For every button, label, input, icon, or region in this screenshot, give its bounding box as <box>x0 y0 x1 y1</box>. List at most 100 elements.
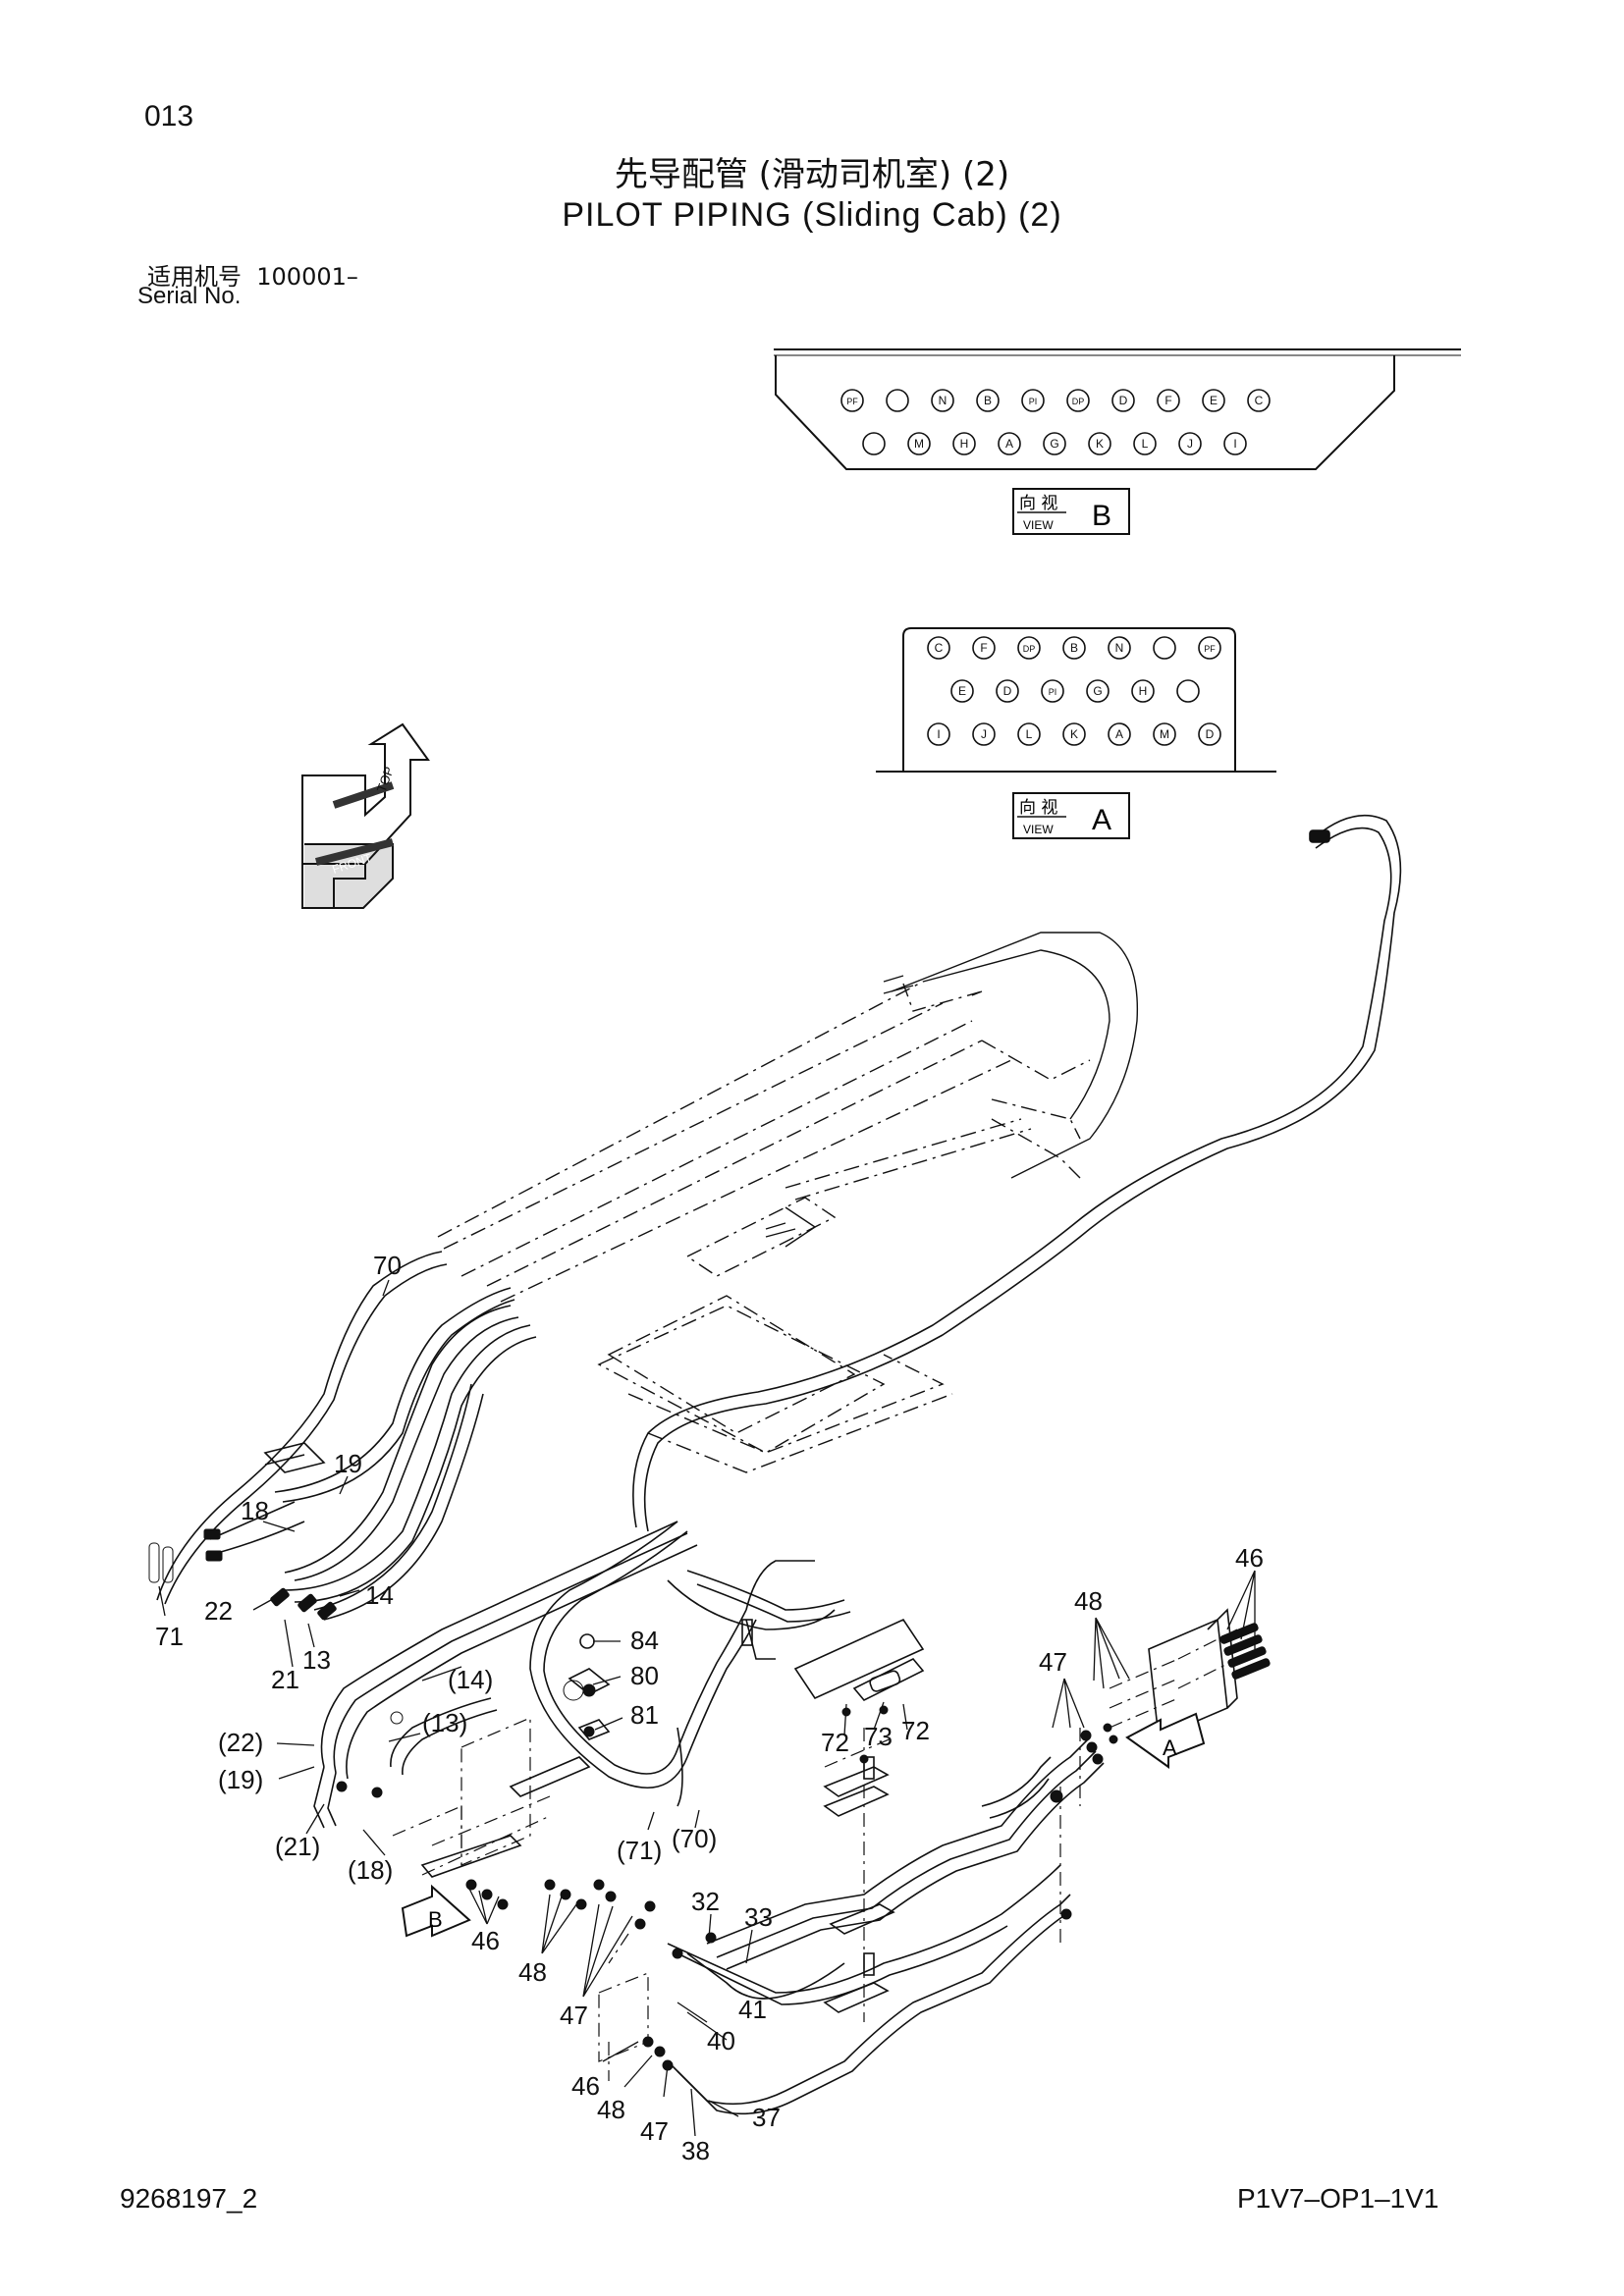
view-a-caption: 向 视 VIEW A <box>1012 792 1130 839</box>
port-circle <box>1043 432 1066 455</box>
view-a-caption-cn: 向 视 <box>1019 798 1057 818</box>
part-label-84: 84 <box>630 1626 659 1655</box>
port-circle <box>1062 722 1086 746</box>
port-label: E <box>958 684 966 698</box>
port-label: M <box>1160 727 1169 741</box>
part-label-40: 40 <box>707 2026 735 2056</box>
port-circle <box>1198 636 1221 660</box>
port-circle <box>972 722 996 746</box>
part-label-ref-14: (14) <box>448 1665 493 1694</box>
port-label: F <box>1164 394 1171 407</box>
orientation-inside-label: INSIDE <box>329 811 367 833</box>
port-label: E <box>1210 394 1218 407</box>
port-label: M <box>914 437 924 451</box>
view-arrow-b: B <box>401 1884 471 1938</box>
part-label-ref-19: (19) <box>218 1765 263 1794</box>
port-circle <box>1247 389 1271 412</box>
orientation-top-label: TOP <box>374 765 397 794</box>
part-label-70: 70 <box>373 1251 402 1280</box>
part-label-41: 41 <box>738 1995 767 2024</box>
port-circle <box>1017 636 1041 660</box>
port-circle <box>1178 432 1202 455</box>
part-label-13: 13 <box>302 1645 331 1675</box>
part-label-47c: 47 <box>640 2116 669 2146</box>
port-circle <box>1108 636 1131 660</box>
port-label: B <box>1070 641 1078 655</box>
port-circle <box>927 636 950 660</box>
port-circle <box>1153 636 1176 660</box>
port-circle <box>1062 636 1086 660</box>
port-label: N <box>1115 641 1124 655</box>
view-arrow-a: A <box>1125 1712 1206 1769</box>
serial-label-chinese: 适用机号 100001– <box>147 257 358 292</box>
port-label: D <box>1206 727 1215 741</box>
port-label: I <box>1233 437 1236 451</box>
serial-label-english: Serial No. <box>137 283 242 309</box>
leader-lines <box>158 1279 1256 2137</box>
port-label: G <box>1050 437 1058 451</box>
port-label: D <box>1119 394 1128 407</box>
part-label-33: 33 <box>744 1902 773 1932</box>
port-circle <box>1086 679 1110 703</box>
port-circle <box>862 432 886 455</box>
center-hose-loop <box>529 1521 851 1807</box>
port-label: PI <box>1029 397 1038 406</box>
port-circle <box>950 679 974 703</box>
part-label-22: 22 <box>204 1596 233 1626</box>
port-label: B <box>984 394 992 407</box>
port-label: PI <box>1049 687 1057 697</box>
part-label-ref-22: (22) <box>218 1728 263 1757</box>
port-label: J <box>1187 437 1193 451</box>
port-label: F <box>980 641 987 655</box>
model-code: P1V7–OP1–1V1 <box>1237 2183 1439 2214</box>
part-label-48a: 48 <box>1074 1586 1103 1616</box>
view-b-caption: 向 视 VIEW B <box>1012 488 1130 535</box>
page-number: 013 <box>144 100 194 133</box>
part-label-72a: 72 <box>821 1728 849 1757</box>
port-circle <box>952 432 976 455</box>
port-circle <box>927 722 950 746</box>
view-arrow-b-label: B <box>428 1907 443 1932</box>
part-label-19: 19 <box>334 1449 362 1478</box>
port-label: A <box>1115 727 1123 741</box>
port-circle <box>1176 679 1200 703</box>
port-circle <box>1021 389 1045 412</box>
view-b-letter: B <box>1092 500 1111 532</box>
brackets-and-fittings <box>420 1608 1238 2013</box>
port-label: K <box>1096 437 1104 451</box>
part-label-46b: 46 <box>471 1926 500 1955</box>
port-circle <box>972 636 996 660</box>
serial-label-cn-text: 适用机号 <box>147 263 242 291</box>
port-label: H <box>960 437 969 451</box>
port-label: C <box>1255 394 1264 407</box>
port-circle <box>1088 432 1111 455</box>
lower-guide-lines <box>392 1629 1238 2081</box>
part-label-18: 18 <box>241 1496 269 1525</box>
part-label-ref-71: (71) <box>617 1836 662 1865</box>
port-label: DP <box>1023 644 1036 654</box>
part-label-48b: 48 <box>518 1957 547 1987</box>
part-label-46c: 46 <box>571 2071 600 2101</box>
port-label: G <box>1093 684 1102 698</box>
page-title-chinese: 先导配管 (滑动司机室) (2) <box>614 155 1010 194</box>
part-label-ref-13: (13) <box>422 1708 467 1737</box>
port-label: I <box>937 727 940 741</box>
part-label-48c: 48 <box>597 2095 625 2124</box>
part-label-ref-18: (18) <box>348 1855 393 1885</box>
port-circle <box>976 389 1000 412</box>
port-circle <box>1133 432 1157 455</box>
part-label-47a: 47 <box>1039 1647 1067 1677</box>
document-id: 9268197_2 <box>120 2183 258 2214</box>
part-label-72b: 72 <box>901 1716 930 1745</box>
part-label-81: 81 <box>630 1700 659 1730</box>
port-label: A <box>1005 437 1013 451</box>
connector-clusters <box>336 1623 1271 2071</box>
port-label: DP <box>1072 397 1085 406</box>
port-circle <box>1153 722 1176 746</box>
port-label: PF <box>846 397 858 406</box>
